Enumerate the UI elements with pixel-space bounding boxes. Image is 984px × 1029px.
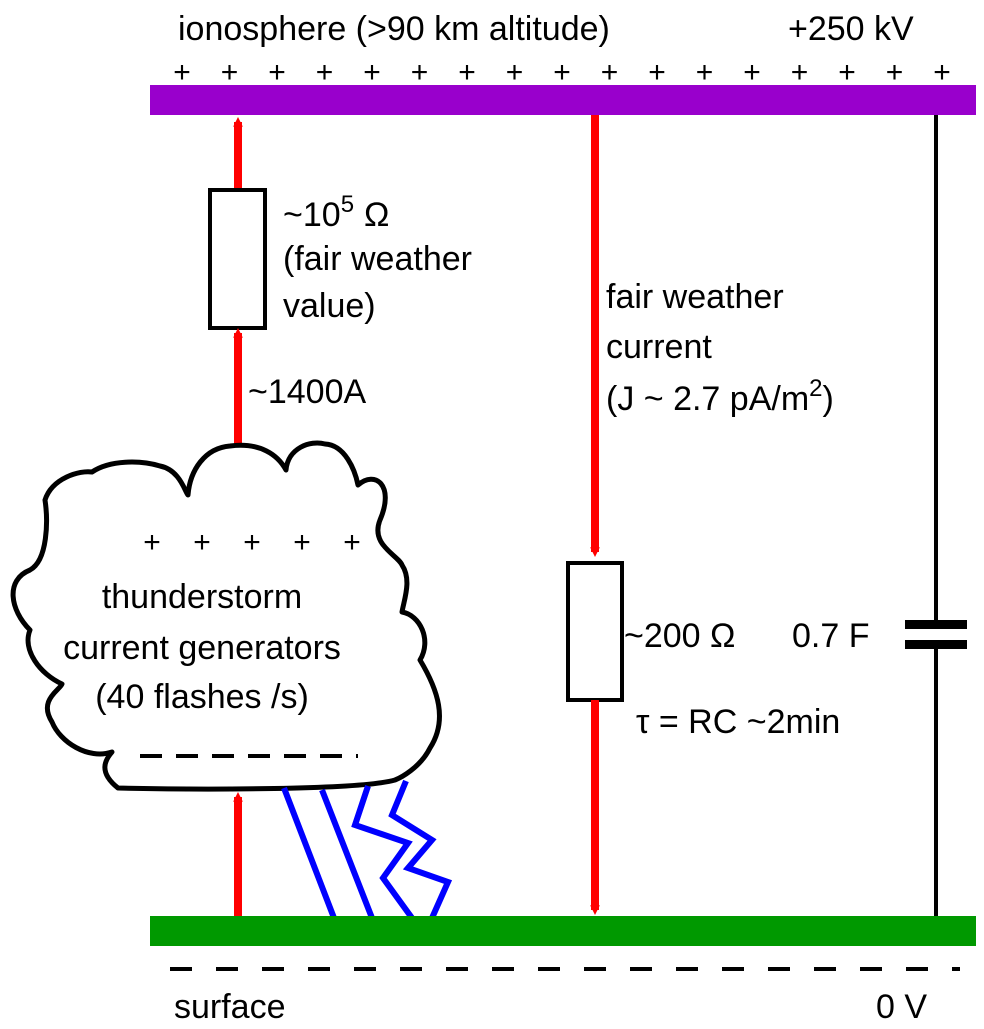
cloud-line-3: (40 flashes /s): [95, 678, 309, 716]
ionosphere-bar: [150, 85, 976, 115]
time-constant: τ = RC ~2min: [636, 703, 840, 741]
positive-charge-sign: +: [648, 56, 666, 89]
thunderstorm-cloud: [10, 440, 442, 792]
ionosphere-voltage: +250 kV: [788, 10, 914, 48]
upper-resistor-note-1: (fair weather: [283, 240, 472, 278]
positive-charge-sign: +: [243, 526, 261, 559]
positive-charge-sign: +: [343, 526, 361, 559]
positive-charge-sign: +: [173, 56, 191, 89]
lightning-stroke-3: [351, 785, 415, 920]
lightning-stroke-1: [281, 786, 337, 920]
positive-charge-sign: +: [221, 56, 239, 89]
positive-charge-sign: +: [458, 56, 476, 89]
lightning-bolts: [281, 779, 453, 920]
positive-charge-sign: +: [143, 526, 161, 559]
storm-current-label: ~1400A: [248, 373, 366, 411]
positive-charge-sign: +: [743, 56, 761, 89]
ionosphere-label: ionosphere (>90 km altitude): [178, 10, 610, 48]
surface-label: surface: [174, 988, 286, 1026]
positive-charge-sign: +: [193, 526, 211, 559]
positive-charge-sign: +: [791, 56, 809, 89]
positive-charge-sign: +: [696, 56, 714, 89]
surface-voltage: 0 V: [876, 988, 927, 1026]
ionosphere-positive-charges: + + + + + + + + + + + + + + + + +: [173, 56, 951, 89]
cloud-positive-charges: + + + + +: [143, 526, 361, 559]
lightning-stroke-2: [319, 788, 375, 920]
positive-charge-sign: +: [553, 56, 571, 89]
capacitor-plate-top: [905, 620, 967, 629]
positive-charge-sign: +: [363, 56, 381, 89]
positive-charge-sign: +: [886, 56, 904, 89]
positive-charge-sign: +: [268, 56, 286, 89]
capacitor-value: 0.7 F: [792, 617, 869, 655]
lightning-stroke-4: [388, 779, 453, 920]
fair-weather-line-3: (J ~ 2.7 pA/m2): [606, 375, 834, 418]
surface-bar: [150, 916, 976, 946]
lower-resistor-value: ~200 Ω: [624, 617, 735, 655]
capacitor-plate-bottom: [905, 640, 967, 649]
positive-charge-sign: +: [838, 56, 856, 89]
upper-resistor: [208, 188, 267, 330]
cloud-line-1: thunderstorm: [102, 578, 302, 616]
fair-weather-line-1: fair weather: [606, 278, 784, 316]
cloud-line-2: current generators: [63, 629, 341, 667]
positive-charge-sign: +: [506, 56, 524, 89]
fair-weather-line-2: current: [606, 328, 712, 366]
positive-charge-sign: +: [316, 56, 334, 89]
positive-charge-sign: +: [293, 526, 311, 559]
lower-resistor: [566, 561, 624, 702]
positive-charge-sign: +: [601, 56, 619, 89]
positive-charge-sign: +: [933, 56, 951, 89]
positive-charge-sign: +: [411, 56, 429, 89]
upper-resistor-note-2: value): [283, 287, 376, 325]
